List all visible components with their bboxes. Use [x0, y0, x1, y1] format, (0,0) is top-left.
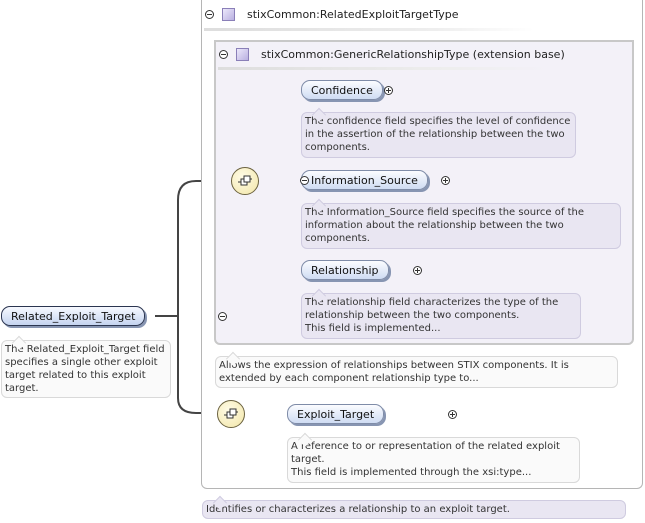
- expand-icon[interactable]: [447, 410, 457, 419]
- extension-base-description: Allows the expression of relationships b…: [215, 356, 618, 388]
- complex-type-icon: [236, 47, 249, 61]
- extension-base-name: stixCommon:GenericRelationshipType (exte…: [261, 47, 565, 61]
- element-confidence[interactable]: Confidence: [301, 80, 383, 100]
- sequence-compositor-icon[interactable]: [217, 400, 245, 428]
- complex-type-header: stixCommon:RelatedExploitTargetType: [205, 4, 459, 24]
- collapse-icon[interactable]: [205, 9, 214, 19]
- header-separator: [218, 67, 548, 70]
- root-element-description: The Related_Exploit_Target field specifi…: [1, 340, 171, 398]
- expand-icon[interactable]: [441, 176, 451, 185]
- element-relationship[interactable]: Relationship: [301, 260, 389, 280]
- expand-icon[interactable]: [412, 266, 422, 275]
- element-label: Related_Exploit_Target: [11, 309, 136, 323]
- element-related-exploit-target[interactable]: Related_Exploit_Target: [1, 306, 146, 326]
- element-exploit-target[interactable]: Exploit_Target: [287, 404, 385, 424]
- element-information-source[interactable]: Information_Source: [301, 170, 428, 190]
- element-description: A reference to or representation of the …: [287, 437, 580, 483]
- collapse-icon[interactable]: [300, 176, 310, 185]
- header-separator: [204, 28, 534, 31]
- element-label: Information_Source: [311, 173, 418, 187]
- complex-type-name: stixCommon:RelatedExploitTargetType: [247, 7, 459, 21]
- element-description: The confidence field specifies the level…: [301, 112, 576, 158]
- element-label: Relationship: [311, 263, 379, 277]
- element-description: The relationship field characterizes the…: [301, 293, 581, 339]
- expand-icon[interactable]: [384, 86, 393, 95]
- collapse-icon[interactable]: [219, 49, 228, 59]
- extension-base-header: stixCommon:GenericRelationshipType (exte…: [219, 44, 565, 64]
- complex-type-icon: [222, 7, 235, 21]
- collapse-icon[interactable]: [218, 312, 228, 321]
- sequence-compositor-icon[interactable]: [231, 167, 259, 195]
- element-label: Confidence: [311, 83, 373, 97]
- element-description: The Information_Source field specifies t…: [301, 203, 621, 249]
- element-label: Exploit_Target: [297, 407, 375, 421]
- complex-type-description: Identifies or characterizes a relationsh…: [202, 500, 626, 519]
